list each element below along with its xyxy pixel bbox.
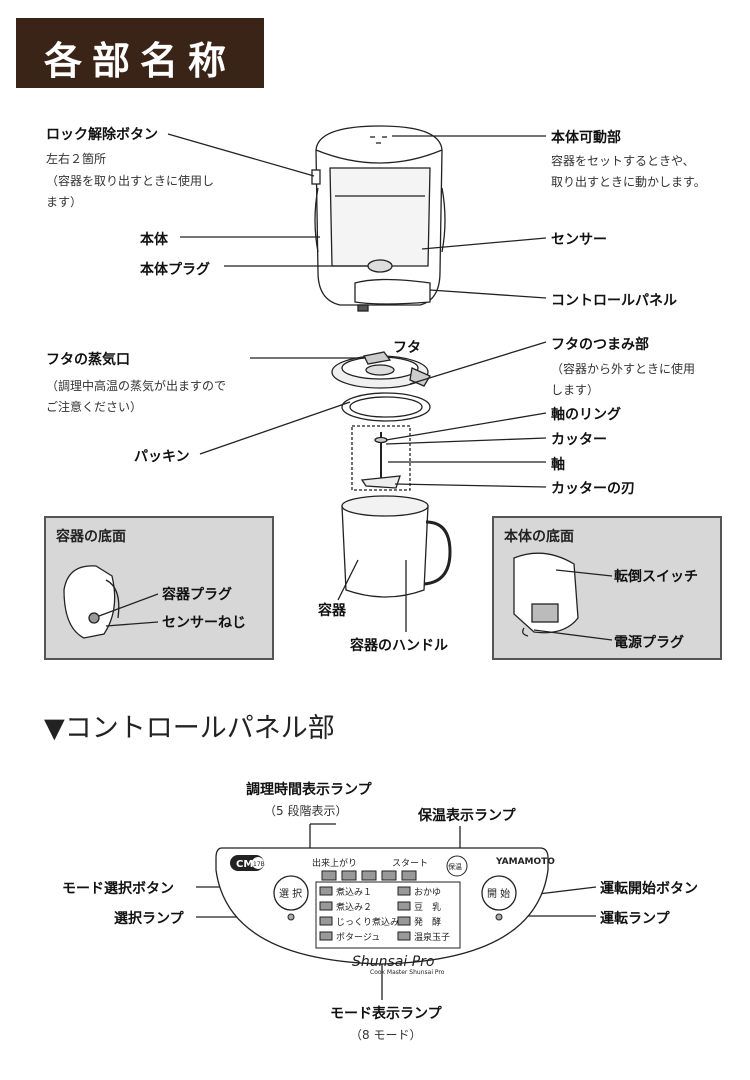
mode-left-lamp-4 (319, 931, 333, 941)
label-time-lamp-sub: （5 段階表示） (264, 804, 348, 818)
mode-right-lamp-1 (397, 886, 411, 896)
begin-text: 開 始 (487, 887, 510, 900)
label-sensor: センサー (551, 232, 607, 248)
label-control-panel: コントロールパネル (551, 293, 677, 309)
warm-text: 保温 (448, 862, 462, 871)
mode-left-label-3: じっくり煮込み (336, 917, 399, 928)
label-movable: 本体可動部 (551, 130, 621, 146)
run-lamp (495, 913, 503, 921)
model-text: CM (236, 859, 253, 870)
main-body-illustration (311, 125, 446, 312)
label-lid: フタ (393, 340, 421, 356)
select-lamp (287, 913, 295, 921)
container-bottom-title: 容器の底面 (56, 529, 126, 545)
brand-text: YAMAMOTO (495, 857, 555, 867)
label-power-plug: 電源プラグ (614, 635, 684, 651)
section-control-panel-title: ▼コントロールパネル部 (44, 713, 335, 744)
label-lid-knob-sub2: します） (551, 383, 600, 397)
label-packing: パッキン (134, 449, 190, 465)
label-start-button: 運転開始ボタン (600, 881, 698, 897)
label-mode-lamp-sub: （8 モード） (350, 1028, 422, 1042)
mode-right-label-2: 豆 乳 (414, 901, 441, 913)
time-lamp-5 (401, 870, 417, 881)
mode-left-label-1: 煮込み１ (336, 887, 372, 898)
time-lamp-2 (341, 870, 357, 881)
label-lid-knob: フタのつまみ部 (551, 337, 649, 353)
mode-right-lamp-2 (397, 901, 411, 911)
container-bottom-box: 容器の底面 容器プラグ センサーねじ (44, 516, 274, 660)
select-button[interactable] (273, 875, 309, 911)
label-lock-sub3: ます） (46, 195, 83, 209)
label-steam-sub1: （調理中高温の蒸気が出ますので (46, 379, 227, 393)
label-run-lamp: 運転ランプ (600, 911, 670, 927)
label-container: 容器 (318, 603, 346, 619)
label-cutter-blade: カッターの刃 (551, 481, 635, 497)
body-bottom-title: 本体の底面 (504, 529, 574, 545)
label-movable-sub1: 容器をセットするときや、 (551, 154, 695, 168)
body-bottom-illustration (513, 552, 613, 641)
label-lock-button: ロック解除ボタン (46, 127, 158, 143)
mode-grid (315, 881, 461, 949)
time-lamp-1 (321, 870, 337, 881)
time-lamp-4 (381, 870, 397, 881)
page-title: 各部名称 (43, 39, 236, 83)
mode-right-label-1: おかゆ (414, 887, 441, 898)
start-button[interactable] (481, 875, 517, 911)
label-mode-lamp: モード表示ランプ (330, 1006, 442, 1022)
label-body-plug: 本体プラグ (140, 262, 210, 278)
mode-left-lamp-2 (319, 901, 333, 911)
mode-right-label-3: 発 酵 (414, 916, 441, 928)
title-banner: 各部名称 (16, 18, 264, 88)
label-select-lamp: 選択ランプ (114, 911, 184, 927)
mode-right-lamp-3 (397, 916, 411, 926)
panel-logo-sub: Cook Master Shunsai Pro (370, 969, 445, 976)
label-movable-sub2: 取り出すときに動かします。 (551, 175, 706, 189)
label-tilt-switch: 転倒スイッチ (614, 569, 698, 585)
body-bottom-box: 本体の底面 転倒スイッチ 電源プラグ (492, 516, 722, 660)
label-lock-sub2: （容器を取り出すときに使用し (46, 174, 215, 188)
mode-right-lamp-4 (397, 931, 411, 941)
warm-lamp[interactable] (446, 855, 468, 877)
mode-left-lamp-3 (319, 916, 333, 926)
label-mode-button: モード選択ボタン (62, 881, 174, 897)
label-cutter: カッター (551, 432, 607, 448)
label-steam-sub2: ご注意ください） (46, 400, 143, 414)
label-lock-sub1: 左右２箇所 (46, 152, 107, 166)
label-lid-knob-sub1: （容器から外すときに使用 (551, 362, 696, 376)
label-time-lamp: 調理時間表示ランプ (246, 782, 372, 798)
container-bottom-illustration (63, 565, 159, 639)
label-steam: フタの蒸気口 (46, 352, 130, 368)
select-text: 選 択 (279, 887, 302, 900)
label-sensor-screw: センサーねじ (162, 615, 246, 631)
label-body: 本体 (140, 232, 168, 248)
panel-start-text: スタート (392, 858, 428, 869)
lid-illustration (331, 351, 431, 422)
time-lamp-3 (361, 870, 377, 881)
mode-left-lamp-1 (319, 886, 333, 896)
mode-left-label-4: ポタージュ (336, 932, 380, 943)
cutter-illustration (351, 425, 411, 491)
label-shaft: 軸 (551, 457, 565, 473)
panel-done-text: 出来上がり (312, 857, 357, 869)
mode-left-label-2: 煮込み２ (336, 902, 372, 913)
label-container-plug: 容器プラグ (162, 587, 232, 603)
mode-right-label-4: 温泉玉子 (414, 931, 450, 943)
model-num: 17B (253, 861, 265, 868)
label-container-handle: 容器のハンドル (350, 638, 448, 654)
label-shaft-ring: 軸のリング (551, 407, 621, 423)
label-warm-lamp: 保温表示ランプ (418, 808, 516, 824)
panel-logo: Shunsai Pro (352, 954, 434, 970)
